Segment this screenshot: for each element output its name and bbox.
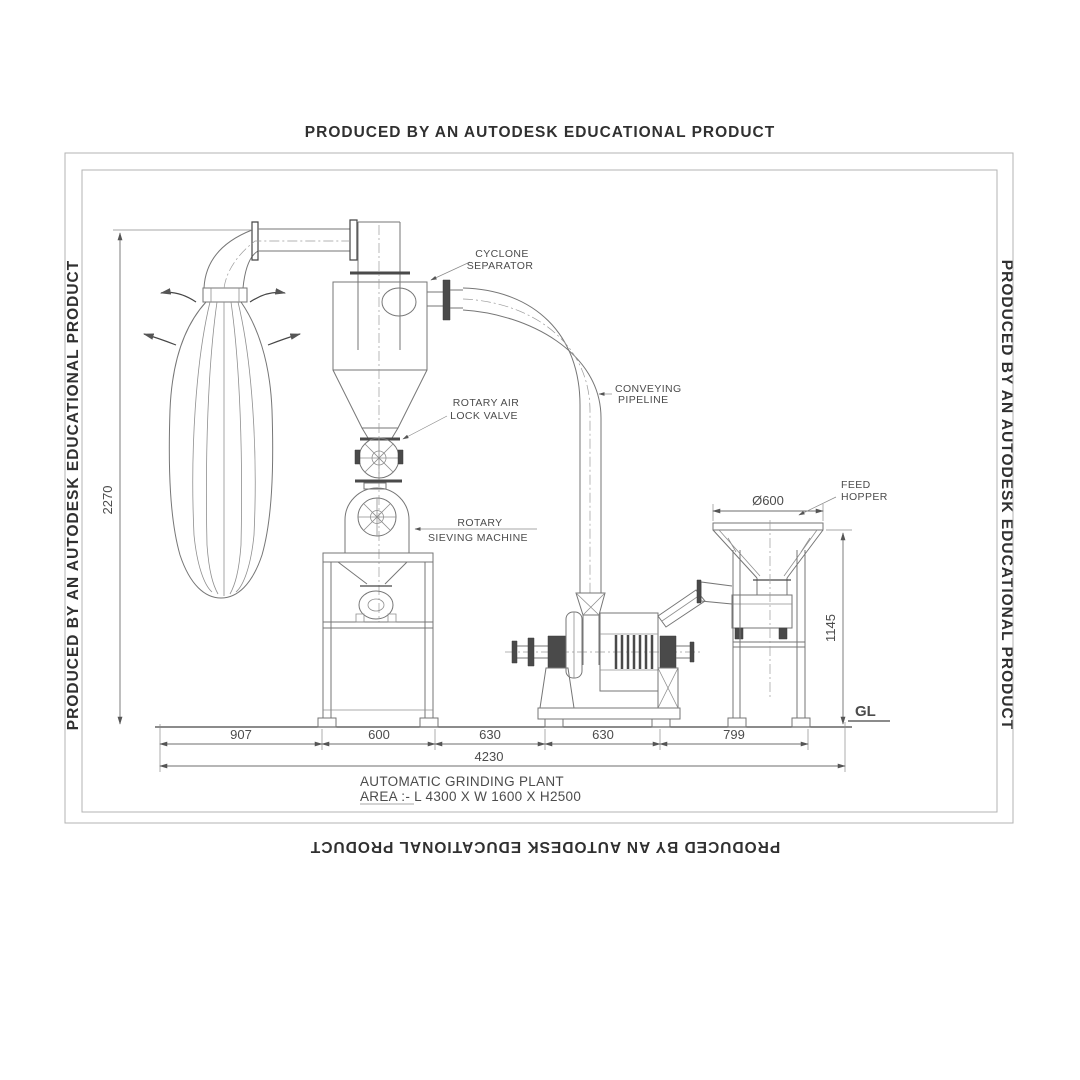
plant-area-note: AREA :- L 4300 X W 1600 X H2500 [360, 789, 581, 804]
label-hopper-1: FEED [841, 479, 871, 491]
label-airlock-2: LOCK VALVE [450, 410, 518, 422]
conveying-pipeline [463, 288, 605, 665]
dim-seg-hopper-stand: 799 [723, 727, 745, 742]
label-sieve-1: ROTARY [457, 517, 502, 529]
grinding-mill [505, 590, 705, 727]
watermark-top: PRODUCED BY AN AUTODESK EDUCATIONAL PROD… [304, 124, 776, 141]
rotary-airlock-valve [355, 438, 403, 481]
ground-level-label: GL [855, 703, 876, 720]
label-cyclone-1: CYCLONE [475, 248, 529, 260]
rotary-sieving-machine [345, 483, 409, 553]
label-airlock-1: ROTARY AIR [453, 397, 519, 409]
dim-seg-sieve-stand: 600 [368, 727, 390, 742]
label-hopper-2: HOPPER [841, 491, 888, 503]
dim-seg-bag: 907 [230, 727, 252, 742]
dim-total-length: 4230 [475, 749, 504, 764]
label-cyclone-2: SEPARATOR [467, 260, 534, 272]
dim-seg-gap: 630 [479, 727, 501, 742]
label-pipeline-1: CONVEYING [615, 383, 682, 395]
duct-pipe [204, 220, 357, 288]
plant-title: AUTOMATIC GRINDING PLANT [360, 774, 564, 789]
feed-hopper [697, 520, 823, 727]
sheet-borders [65, 153, 1013, 823]
sieve-stand [318, 553, 438, 727]
ground-line [155, 721, 890, 727]
title-block: AUTOMATIC GRINDING PLANT AREA :- L 4300 … [360, 774, 581, 804]
callout-labels: CYCLONE SEPARATOR ROTARY AIR LOCK VALVE … [402, 248, 888, 544]
dim-overall-height: 2270 [100, 486, 115, 515]
dimension-annotations: 2270 Ø600 1145 907 600 [100, 230, 876, 772]
dim-seg-mill: 630 [592, 727, 614, 742]
cyclone-separator [333, 222, 463, 622]
bag-filter [142, 288, 302, 598]
dim-hopper-dia: Ø600 [752, 493, 784, 508]
label-sieve-2: SIEVING MACHINE [428, 532, 528, 544]
label-pipeline-2: PIPELINE [618, 394, 668, 406]
dim-hopper-height: 1145 [823, 614, 838, 642]
